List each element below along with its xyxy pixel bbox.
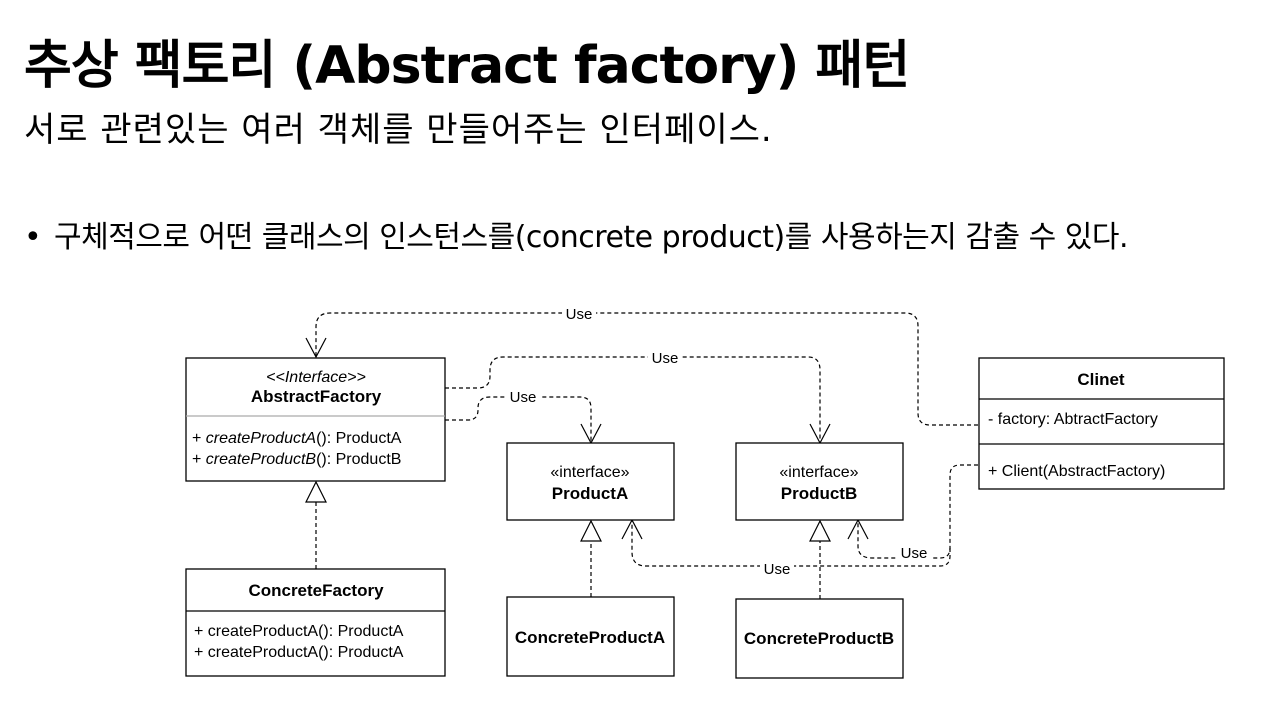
use-label-factory-producta: Use bbox=[510, 389, 537, 406]
slide-subtitle: 서로 관련있는 여러 객체를 만들어주는 인터페이스. bbox=[24, 110, 773, 150]
product-b-name: ProductB bbox=[781, 484, 858, 503]
product-a-name: ProductA bbox=[552, 484, 629, 503]
use-edge-client-productb bbox=[857, 464, 978, 559]
arrowhead-open-icon bbox=[847, 518, 869, 540]
bullet-point: • 구체적으로 어떤 클래스의 인스턴스를(concrete product)를 … bbox=[24, 216, 1129, 260]
class-abstract-factory: <<Interface>> AbstractFactory + createPr… bbox=[185, 357, 446, 482]
use-edge-client-factory bbox=[315, 312, 978, 426]
use-label-client-productb: Use bbox=[901, 545, 928, 562]
use-edge-factory-productb bbox=[445, 356, 821, 443]
slide-title: 추상 팩토리 (Abstract factory) 패턴 bbox=[24, 36, 910, 96]
arrowhead-open-icon bbox=[305, 337, 327, 359]
use-label-factory-productb: Use bbox=[652, 350, 679, 367]
client-name: Clinet bbox=[1077, 370, 1125, 389]
concrete-factory-op-1: + createProductA(): ProductA bbox=[194, 623, 404, 640]
use-label-client-producta: Use bbox=[764, 561, 791, 578]
class-client: Clinet - factory: AbtractFactory + Clien… bbox=[978, 357, 1225, 490]
arrowhead-open-icon bbox=[621, 518, 643, 540]
abstract-factory-op-b: + createProductB(): ProductB bbox=[192, 451, 401, 468]
triangle-arrow-icon bbox=[580, 519, 602, 542]
arrowhead-open-icon bbox=[809, 423, 831, 445]
abstract-factory-stereotype: <<Interface>> bbox=[266, 369, 366, 386]
triangle-arrow-icon bbox=[809, 519, 831, 542]
use-label-client-factory: Use bbox=[566, 306, 593, 323]
class-concrete-product-b: ConcreteProductB bbox=[735, 598, 904, 679]
product-b-stereotype: «interface» bbox=[779, 464, 858, 481]
class-product-a: «interface» ProductA bbox=[506, 442, 675, 521]
product-a-stereotype: «interface» bbox=[550, 464, 629, 481]
triangle-arrow-icon bbox=[305, 480, 327, 503]
concrete-product-b-name: ConcreteProductB bbox=[744, 629, 894, 648]
abstract-factory-op-a: + createProductA(): ProductA bbox=[192, 430, 402, 447]
client-op: + Client(AbstractFactory) bbox=[988, 463, 1165, 480]
bullet-dot-icon: • bbox=[24, 220, 42, 255]
concrete-factory-name: ConcreteFactory bbox=[248, 581, 384, 600]
client-attr: - factory: AbtractFactory bbox=[988, 411, 1158, 428]
class-product-b: «interface» ProductB bbox=[735, 442, 904, 521]
abstract-factory-name: AbstractFactory bbox=[251, 387, 382, 406]
class-concrete-factory: ConcreteFactory + createProductA(): Prod… bbox=[185, 568, 446, 677]
class-concrete-product-a: ConcreteProductA bbox=[506, 596, 675, 677]
use-edge-factory-producta bbox=[445, 396, 592, 443]
bullet-text: 구체적으로 어떤 클래스의 인스턴스를(concrete product)를 사… bbox=[54, 220, 1129, 255]
concrete-product-a-name: ConcreteProductA bbox=[515, 628, 665, 647]
concrete-factory-op-2: + createProductA(): ProductA bbox=[194, 644, 404, 661]
